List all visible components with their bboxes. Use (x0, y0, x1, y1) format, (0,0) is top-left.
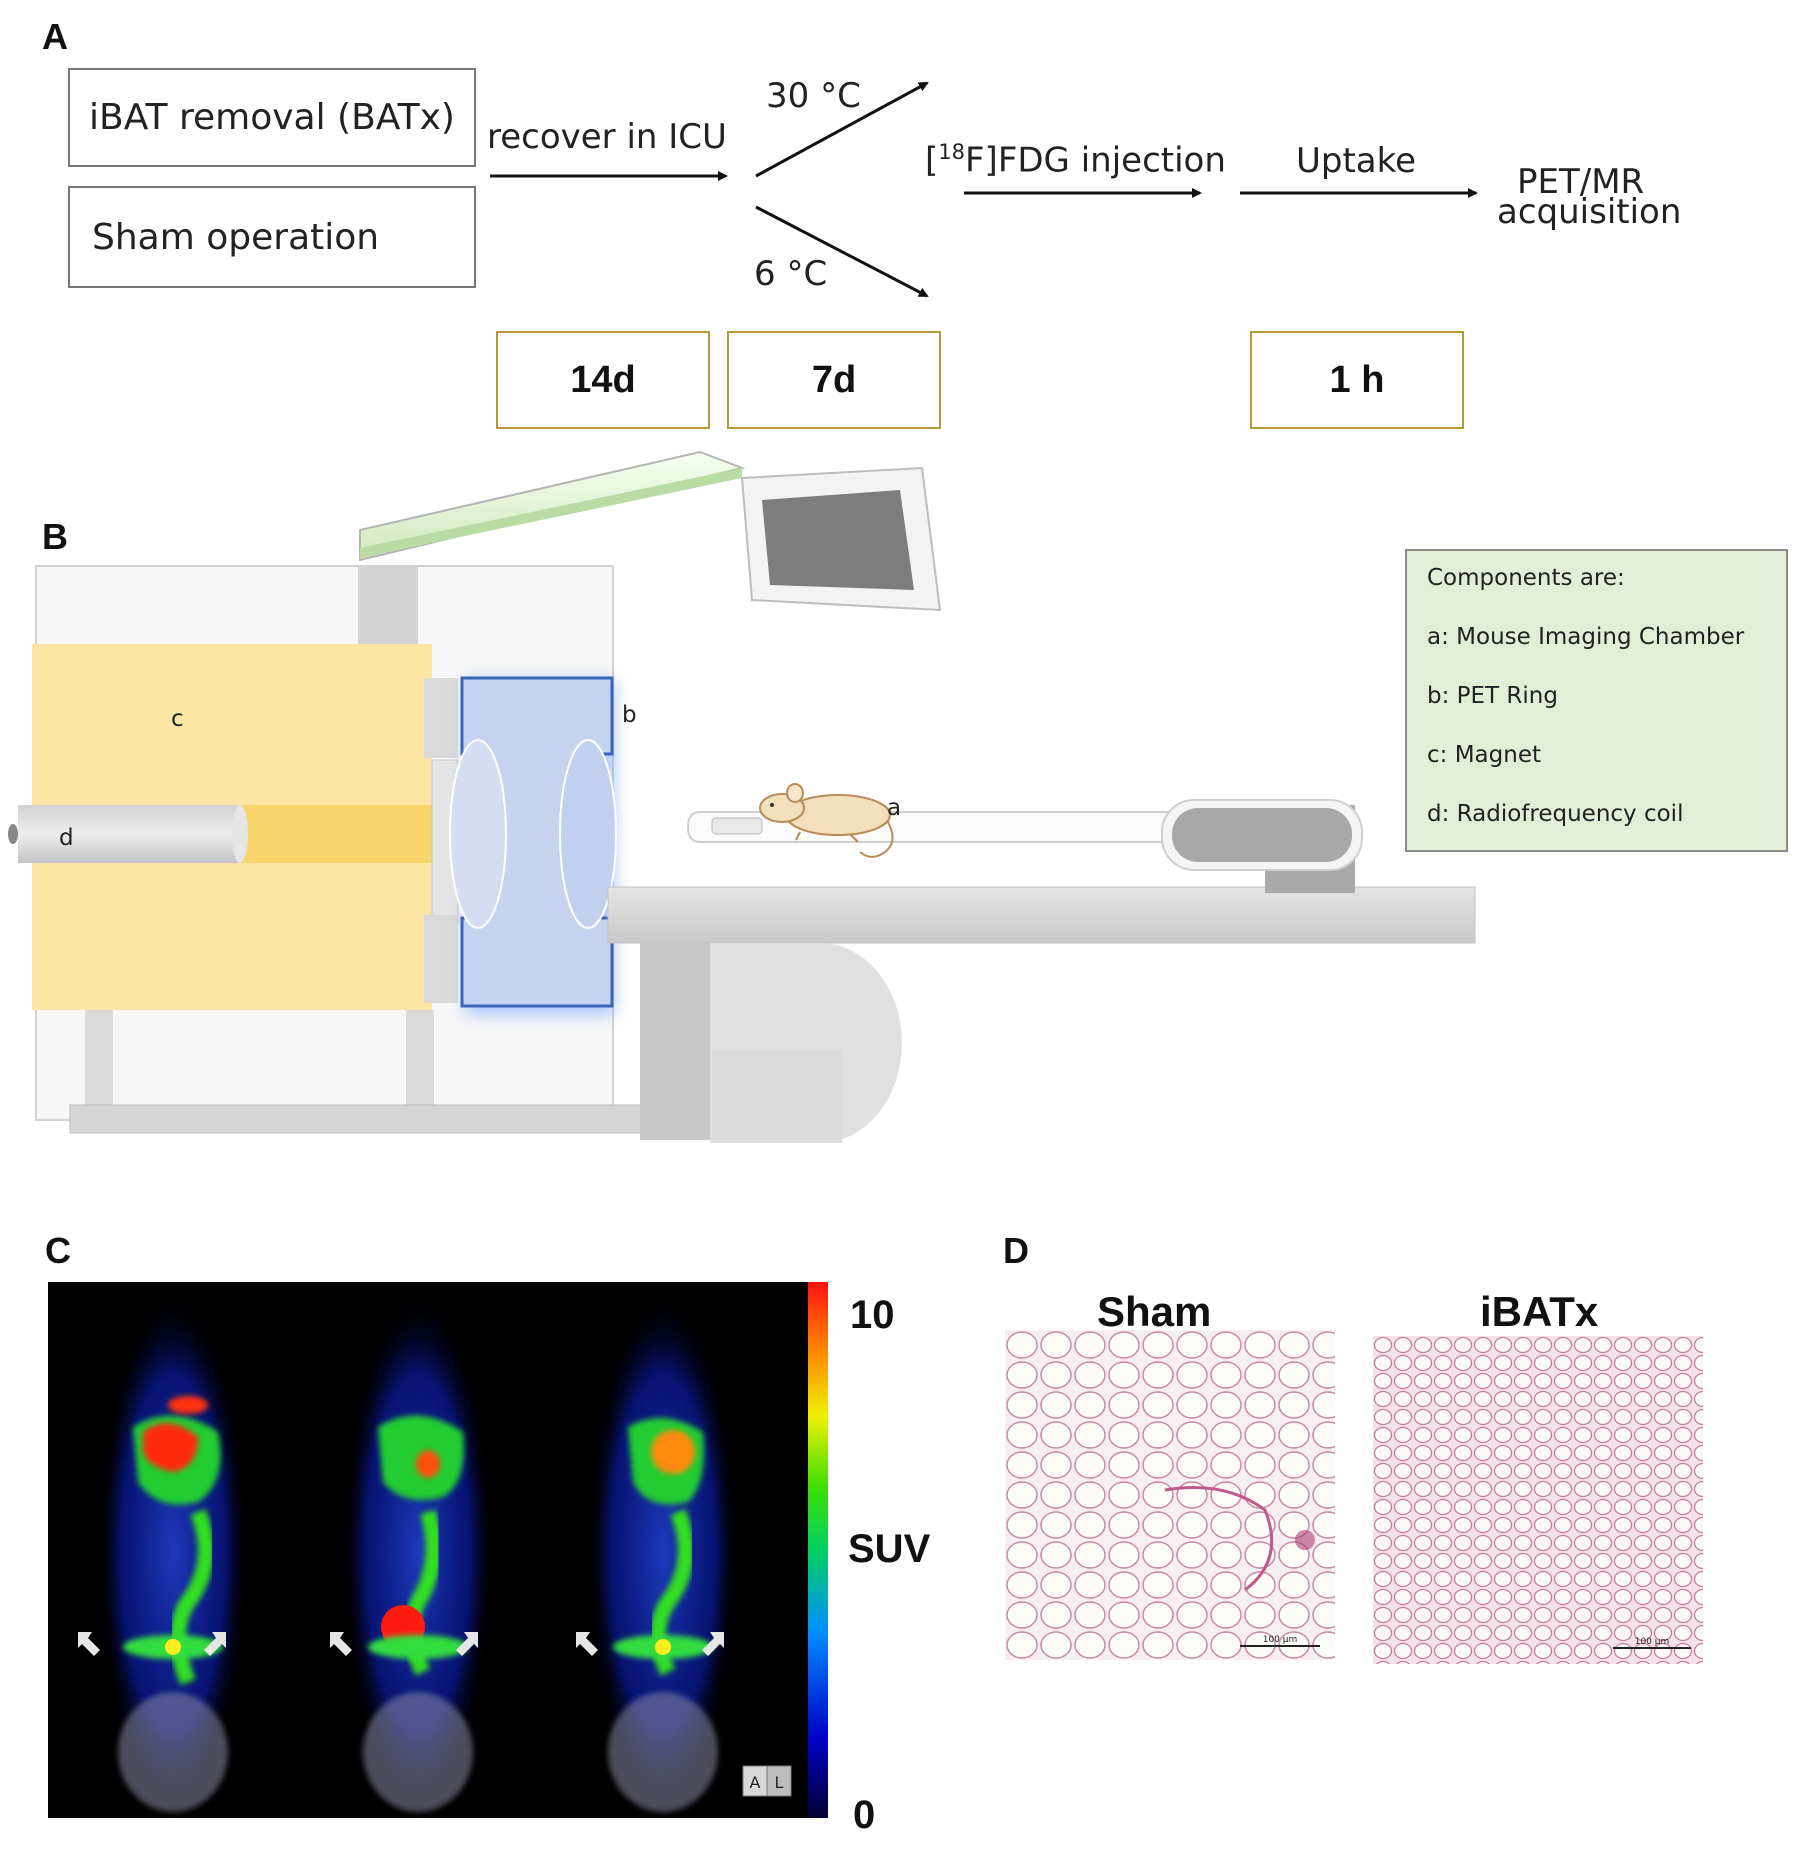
label-rf-coil: d (59, 825, 74, 851)
svg-text:A: A (750, 1773, 761, 1792)
histology-ibatx: 100 µm (1373, 1336, 1703, 1664)
rf-coil (8, 805, 248, 863)
label-chamber: a (887, 795, 901, 821)
suv-colorbar (808, 1282, 828, 1818)
mouse-icon (760, 784, 893, 857)
panel-letter-c: C (45, 1230, 71, 1272)
orientation-cube: A L (743, 1766, 791, 1796)
duration-7d: 7d (727, 331, 941, 429)
svg-text:100 µm: 100 µm (1635, 1637, 1670, 1647)
duration-1h: 1 h (1250, 331, 1464, 429)
components-title: Components are: (1427, 557, 1766, 616)
svg-text:100 µm: 100 µm (1263, 1635, 1298, 1645)
label-magnet: c (171, 706, 184, 732)
histology-sham: 100 µm (1005, 1330, 1335, 1660)
histo-title-ibatx: iBATx (1480, 1288, 1598, 1336)
warm-arrow (756, 83, 927, 176)
cold-arrow (756, 207, 927, 296)
pet-mouse-3 (588, 1297, 738, 1812)
pet-mouse-2 (343, 1297, 493, 1812)
duration-14d: 14d (496, 331, 710, 429)
suv-max: 10 (850, 1293, 895, 1338)
label-pet-ring: b (622, 702, 637, 728)
pet-mouse-1 (98, 1297, 248, 1812)
components-legend: Components are: a: Mouse Imaging Chamber… (1405, 549, 1788, 852)
histo-title-sham: Sham (1097, 1288, 1211, 1336)
suv-label: SUV (848, 1527, 930, 1572)
component-b: b: PET Ring (1427, 675, 1766, 734)
panel-letter-d: D (1003, 1230, 1029, 1272)
base-rail (70, 1105, 648, 1133)
pet-ring (450, 678, 616, 1015)
component-c: c: Magnet (1427, 734, 1766, 793)
suv-min: 0 (853, 1793, 875, 1838)
svg-text:L: L (775, 1773, 784, 1792)
component-a: a: Mouse Imaging Chamber (1427, 616, 1766, 675)
component-d: d: Radiofrequency coil (1427, 793, 1766, 852)
pet-mr-images: A L (48, 1282, 838, 1818)
